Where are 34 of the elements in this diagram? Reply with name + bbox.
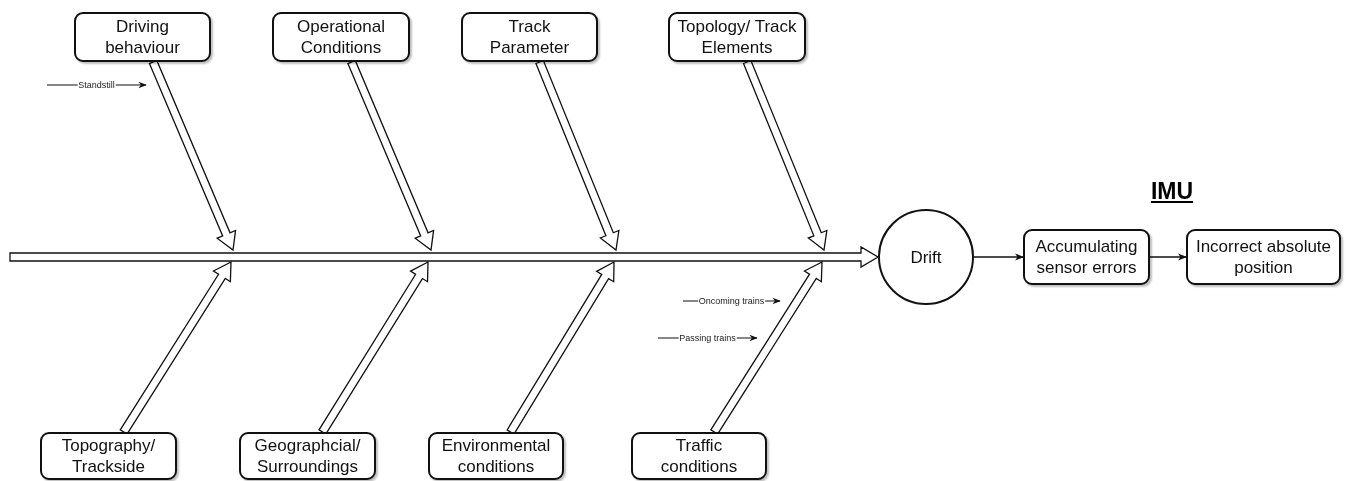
node-text: Incorrect absolute position bbox=[1194, 236, 1333, 278]
arrow bbox=[1149, 253, 1187, 261]
block-arrow bbox=[535, 59, 620, 252]
block-arrow bbox=[742, 59, 828, 252]
node-text: Traffic conditions bbox=[659, 435, 739, 477]
block-arrow bbox=[506, 260, 615, 435]
node-text: Driving behaviour bbox=[104, 16, 181, 58]
cause-label: Standstill bbox=[77, 79, 116, 91]
node-text: Environmental conditions bbox=[440, 435, 552, 477]
node-text: Drift bbox=[910, 246, 942, 268]
block-arrow bbox=[9, 245, 880, 269]
node-text: Track Parameter bbox=[488, 16, 571, 58]
block-arrow bbox=[148, 59, 237, 252]
diagram-title: IMU bbox=[1150, 178, 1194, 205]
rounded-box bbox=[1023, 229, 1150, 285]
rounded-box bbox=[1186, 229, 1341, 285]
rounded-box bbox=[631, 432, 767, 480]
node-text: Topography/ Trackside bbox=[60, 435, 157, 477]
block-arrow bbox=[347, 59, 435, 252]
node-text: Geographcial/ Surroundings bbox=[253, 435, 362, 477]
rounded-box bbox=[239, 432, 376, 480]
block-arrow bbox=[318, 260, 429, 435]
rounded-box bbox=[74, 12, 211, 62]
rounded-box bbox=[668, 12, 806, 62]
cause-label: Oncoming trains bbox=[697, 295, 766, 307]
rounded-box bbox=[428, 432, 564, 480]
cause-label: Passing trains bbox=[678, 332, 737, 344]
rounded-box bbox=[461, 12, 598, 62]
rounded-box bbox=[40, 432, 177, 480]
node-text: Operational Conditions bbox=[296, 16, 386, 58]
arrow bbox=[973, 253, 1024, 261]
rounded-box bbox=[272, 12, 410, 62]
node-text: Topology/ Track Elements bbox=[676, 16, 798, 58]
node-text: Accumulating sensor errors bbox=[1034, 236, 1139, 278]
